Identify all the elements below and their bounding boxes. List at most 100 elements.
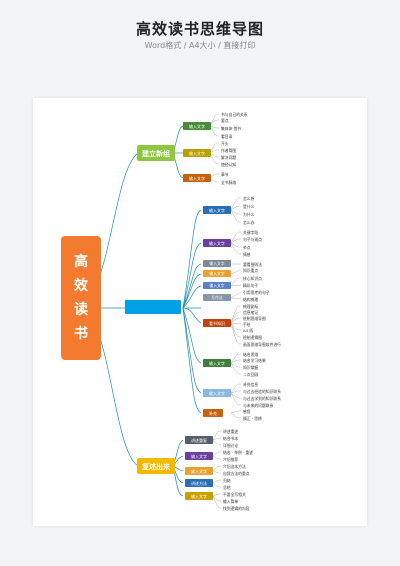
mid-tag-7-label: 看书知识 bbox=[209, 320, 225, 326]
root-char-1: 高 bbox=[74, 253, 88, 270]
mindmap-canvas: 高 效 读 书 建立新组 输入文字 书与自己的关系 要点 集体体·首节 看目录 … bbox=[61, 112, 281, 511]
mid-tag-8-label: 输入文字 bbox=[209, 360, 225, 366]
leaf: 画面思维导图软件进行 bbox=[243, 342, 281, 347]
leaf: 与过去经验的知识联系 bbox=[243, 389, 281, 394]
bot-tag-4-label: 讲述方法 bbox=[191, 480, 207, 486]
leaf: 举点 bbox=[243, 245, 251, 250]
branch-middle-node[interactable] bbox=[125, 300, 181, 314]
leaf: 怎么办 bbox=[243, 220, 255, 225]
leaf: 开头 bbox=[221, 141, 229, 146]
branch-top-label: 建立新组 bbox=[142, 149, 170, 158]
mid-tag-5-label: 输入文字 bbox=[209, 283, 224, 288]
bot-tag-4[interactable] bbox=[185, 479, 213, 487]
bot-tag-2-label: 输入文字 bbox=[191, 453, 207, 459]
mid-tag-5[interactable] bbox=[203, 282, 231, 289]
leaf: 知识重点 bbox=[243, 268, 258, 273]
leaf: 结合思维 bbox=[243, 352, 258, 357]
top-tag-1-label: 输入文字 bbox=[189, 123, 205, 129]
mindmap-paper: 高 效 读 书 建立新组 输入文字 书与自己的关系 要点 集体体·首节 看目录 … bbox=[33, 98, 367, 526]
mid-tag-9[interactable] bbox=[203, 389, 231, 397]
leaf: 不要全写相关 bbox=[223, 492, 246, 497]
bot-tag-1[interactable] bbox=[185, 436, 213, 444]
root-node[interactable] bbox=[61, 236, 101, 360]
branch-bottom-label: 复述出来 bbox=[141, 462, 171, 471]
mid-tag-4[interactable] bbox=[203, 270, 231, 277]
leaf: 核心知识点 bbox=[243, 276, 262, 281]
mid-tag-2[interactable] bbox=[203, 239, 231, 247]
leaf: 详细讨论 bbox=[223, 443, 238, 448]
top-tag-2[interactable] bbox=[183, 149, 211, 157]
leaf: 句子与观点 bbox=[243, 237, 262, 242]
mid-tag-10-label: 补充 bbox=[209, 410, 217, 416]
leaf: 感悟 bbox=[243, 409, 251, 414]
leaf: 二次回顾 bbox=[243, 372, 258, 377]
leaf: 输入简单 bbox=[223, 499, 238, 504]
leaf: 使经认知 bbox=[221, 162, 236, 167]
top-tag-3-label: 输入文字 bbox=[189, 175, 205, 181]
branch-top-node[interactable] bbox=[137, 145, 175, 161]
root-char-2: 效 bbox=[74, 277, 89, 294]
top-tag-3[interactable] bbox=[183, 174, 211, 182]
leaf: 为什么 bbox=[243, 212, 255, 217]
leaf: 信息笔记 bbox=[243, 310, 258, 315]
leaf: 讲述重述 bbox=[223, 429, 238, 434]
mid-tag-8[interactable] bbox=[203, 359, 231, 367]
mid-tag-6[interactable] bbox=[203, 294, 231, 301]
leaf: 自我方法的重点 bbox=[223, 471, 250, 476]
leaf: 绘制逻辑图 bbox=[243, 335, 262, 340]
leaf: 解决问题 bbox=[221, 155, 236, 160]
leaf: 看目录 bbox=[221, 134, 233, 139]
bot-tag-3[interactable] bbox=[185, 467, 213, 475]
leaf: A4 纸 bbox=[243, 328, 253, 333]
bot-tag-2[interactable] bbox=[185, 452, 213, 460]
leaf: 找到逻辑的内容 bbox=[223, 506, 250, 511]
page-subtitle: Word格式 / A4大小 / 直接打印 bbox=[144, 41, 256, 50]
mid-tag-4-label: 输入文字 bbox=[209, 271, 224, 276]
leaf: 手绘 bbox=[243, 322, 251, 327]
leaf: 关键字段 bbox=[243, 230, 258, 235]
leaf: 精彩句子 bbox=[243, 283, 258, 288]
bot-tag-1-label: 讲述重复 bbox=[191, 437, 207, 443]
mid-tag-9-label: 输入文字 bbox=[209, 390, 225, 396]
leaf: 要点 bbox=[221, 118, 229, 123]
root-char-4: 书 bbox=[74, 325, 88, 342]
bot-tag-3-label: 输入文字 bbox=[191, 468, 207, 474]
mid-tag-2-label: 输入文字 bbox=[209, 240, 225, 246]
bot-tag-5-label: 输入文字 bbox=[191, 493, 207, 499]
leaf: 结合书本 bbox=[223, 436, 238, 441]
leaf: 补充信息 bbox=[243, 382, 258, 387]
leaf: 归纳 bbox=[223, 478, 231, 483]
leaf: 与未来的问题联系 bbox=[243, 403, 274, 408]
mid-tag-3-label: 输入文字 bbox=[209, 261, 224, 266]
leaf: 作者简图 bbox=[221, 148, 236, 153]
leaf: 引用思考的句子 bbox=[243, 290, 270, 295]
leaf: 要看细则法 bbox=[243, 262, 262, 267]
top-tag-1[interactable] bbox=[183, 122, 211, 130]
mid-tag-1-label: 输入文字 bbox=[209, 207, 225, 213]
mid-tag-10[interactable] bbox=[203, 409, 223, 417]
mid-tag-1[interactable] bbox=[203, 206, 231, 214]
leaf: 章节 bbox=[221, 172, 229, 177]
leaf: 总结 bbox=[223, 485, 231, 490]
leaf: 知识掌握 bbox=[243, 365, 258, 370]
leaf: 与过去学到的知识联系 bbox=[243, 396, 281, 401]
leaf: 介绍这本方法 bbox=[223, 464, 246, 469]
mid-tag-6-label: 写作法 bbox=[211, 295, 223, 300]
bot-tag-5[interactable] bbox=[185, 492, 213, 500]
branch-bottom-node[interactable] bbox=[137, 458, 175, 474]
leaf: 结合学习结果 bbox=[243, 358, 266, 363]
leaf-lines bbox=[209, 113, 242, 509]
leaf: 绘制思维导图 bbox=[243, 316, 266, 321]
leaf: 结构梳理 bbox=[243, 297, 258, 302]
page-title: 高效读书思维导图 bbox=[135, 20, 264, 38]
leaf: 书与自己的关系 bbox=[221, 112, 248, 117]
leaf: 全书脉络 bbox=[221, 180, 236, 185]
mid-tag-3[interactable] bbox=[203, 260, 231, 267]
leaf: 集体体·首节 bbox=[221, 126, 241, 131]
leaf: 是什么 bbox=[243, 204, 255, 209]
leaf: 结合 · 举例 · 重述 bbox=[223, 450, 253, 455]
mid-tag-7[interactable] bbox=[203, 319, 231, 327]
top-tag-2-label: 输入文字 bbox=[189, 150, 205, 156]
root-char-3: 读 bbox=[74, 301, 88, 318]
leaf: 摘汇 · 思辨 bbox=[243, 416, 262, 421]
